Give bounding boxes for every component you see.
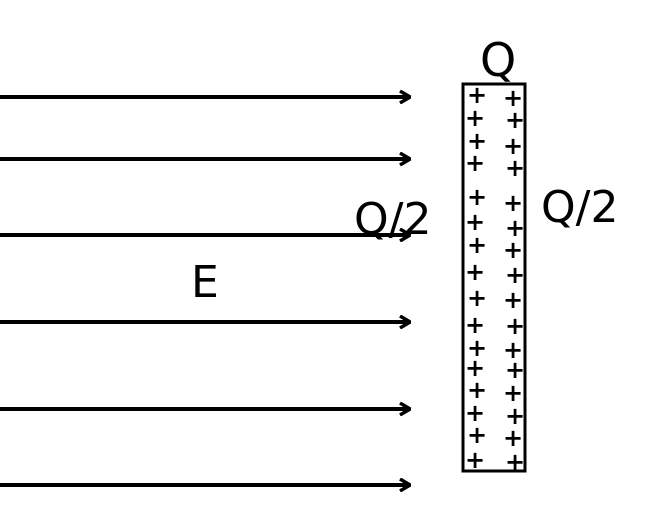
charge-right-face: + [503, 236, 523, 264]
charge-left-face: + [467, 376, 487, 404]
charge-left-face: + [465, 208, 485, 236]
charge-right-face: + [505, 214, 525, 242]
charge-left-face: + [465, 149, 485, 177]
charge-left-face: + [465, 104, 485, 132]
charge-right-face: + [503, 132, 523, 160]
plate-charge-label: Q [480, 33, 516, 87]
conducting-plate [461, 82, 527, 473]
charge-right-face: + [505, 402, 525, 430]
charge-right-face: + [505, 106, 525, 134]
charge-left-face: + [467, 284, 487, 312]
charge-left-face: + [465, 446, 485, 474]
charge-right-face: + [505, 154, 525, 182]
charge-right-face: + [503, 189, 523, 217]
charge-right-face: + [503, 84, 523, 112]
charge-left-face: + [465, 258, 485, 286]
charge-left-face: + [467, 421, 487, 449]
charge-left-face: + [467, 81, 487, 109]
charge-right-face: + [505, 312, 525, 340]
charge-left-face: + [467, 127, 487, 155]
charge-right-face: + [505, 261, 525, 289]
right-face-charge-label: Q/2 [541, 182, 618, 233]
charge-left-face: + [465, 354, 485, 382]
charge-left-face: + [465, 311, 485, 339]
charge-right-face: + [503, 379, 523, 407]
surface-charges: ++++++++++++++++++++++++++++++++ [465, 81, 525, 476]
charge-right-face: + [505, 356, 525, 384]
charge-right-face: + [503, 286, 523, 314]
charge-left-face: + [467, 183, 487, 211]
charge-left-face: + [467, 231, 487, 259]
charge-right-face: + [503, 424, 523, 452]
charge-right-face: + [503, 336, 523, 364]
charge-left-face: + [467, 334, 487, 362]
charge-left-face: + [465, 399, 485, 427]
field-label: E [191, 257, 219, 308]
charge-right-face: + [505, 448, 525, 476]
left-face-charge-label: Q/2 [354, 194, 431, 245]
field-lines [0, 97, 410, 485]
